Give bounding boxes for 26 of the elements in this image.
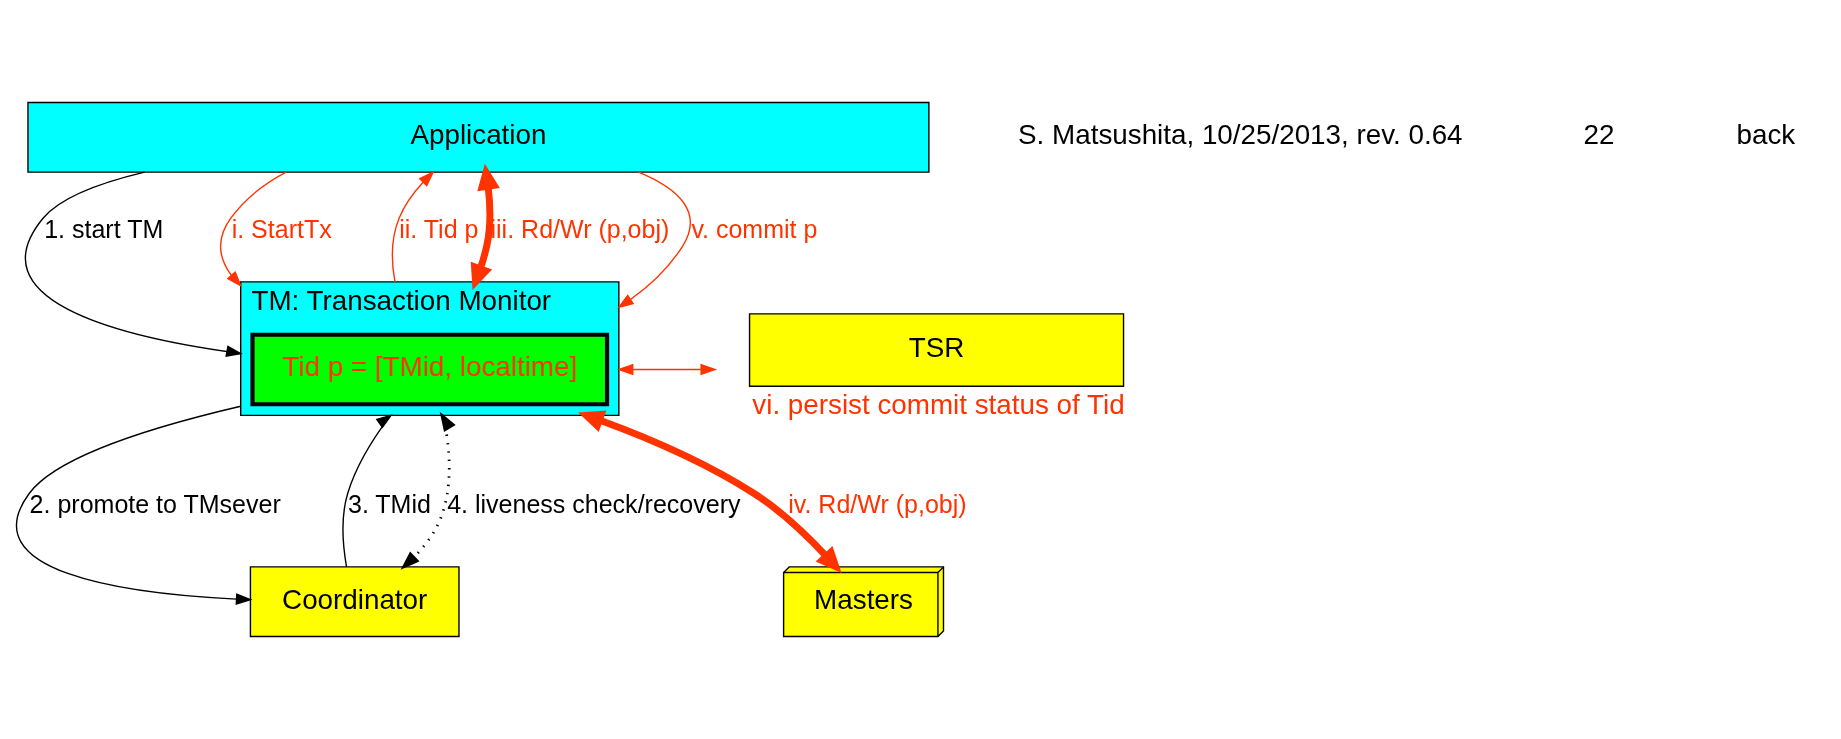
node-label: vi. persist commit status of Tid (751, 388, 1125, 420)
edge-label: i. StartTx (231, 214, 332, 243)
arrow (400, 411, 456, 570)
edge-label: 4. liveness check/recovery (446, 490, 741, 519)
edge-label: 2. promote to TMsever (29, 490, 281, 519)
arrow (616, 363, 717, 376)
edge-label: iv. Rd/Wr (p,obj) (787, 490, 967, 519)
node-box: Application (26, 101, 930, 173)
label: back (1736, 119, 1795, 151)
arrow (341, 414, 393, 568)
arrow (577, 410, 842, 573)
edge-label: ii. Tid p (398, 214, 478, 243)
arrow (470, 163, 500, 291)
arrow (15, 405, 252, 605)
arrow (391, 170, 435, 283)
arrow (616, 171, 691, 309)
arrow (219, 171, 287, 288)
edge-label: iii. Rd/Wr (p,obj) (490, 214, 669, 243)
edge-label: v. commit p (690, 214, 817, 243)
label: 22 (1583, 119, 1614, 151)
node-box: Tid p = [TMid, localtime] (249, 332, 609, 407)
label: S. Matsushita, 10/25/2013, rev. 0.64 (1017, 119, 1463, 151)
arrow (24, 171, 243, 357)
edge-label: 3. TMid (347, 490, 431, 519)
edge-label: 1. start TM (43, 214, 163, 243)
node-box: Coordinator (249, 566, 460, 638)
